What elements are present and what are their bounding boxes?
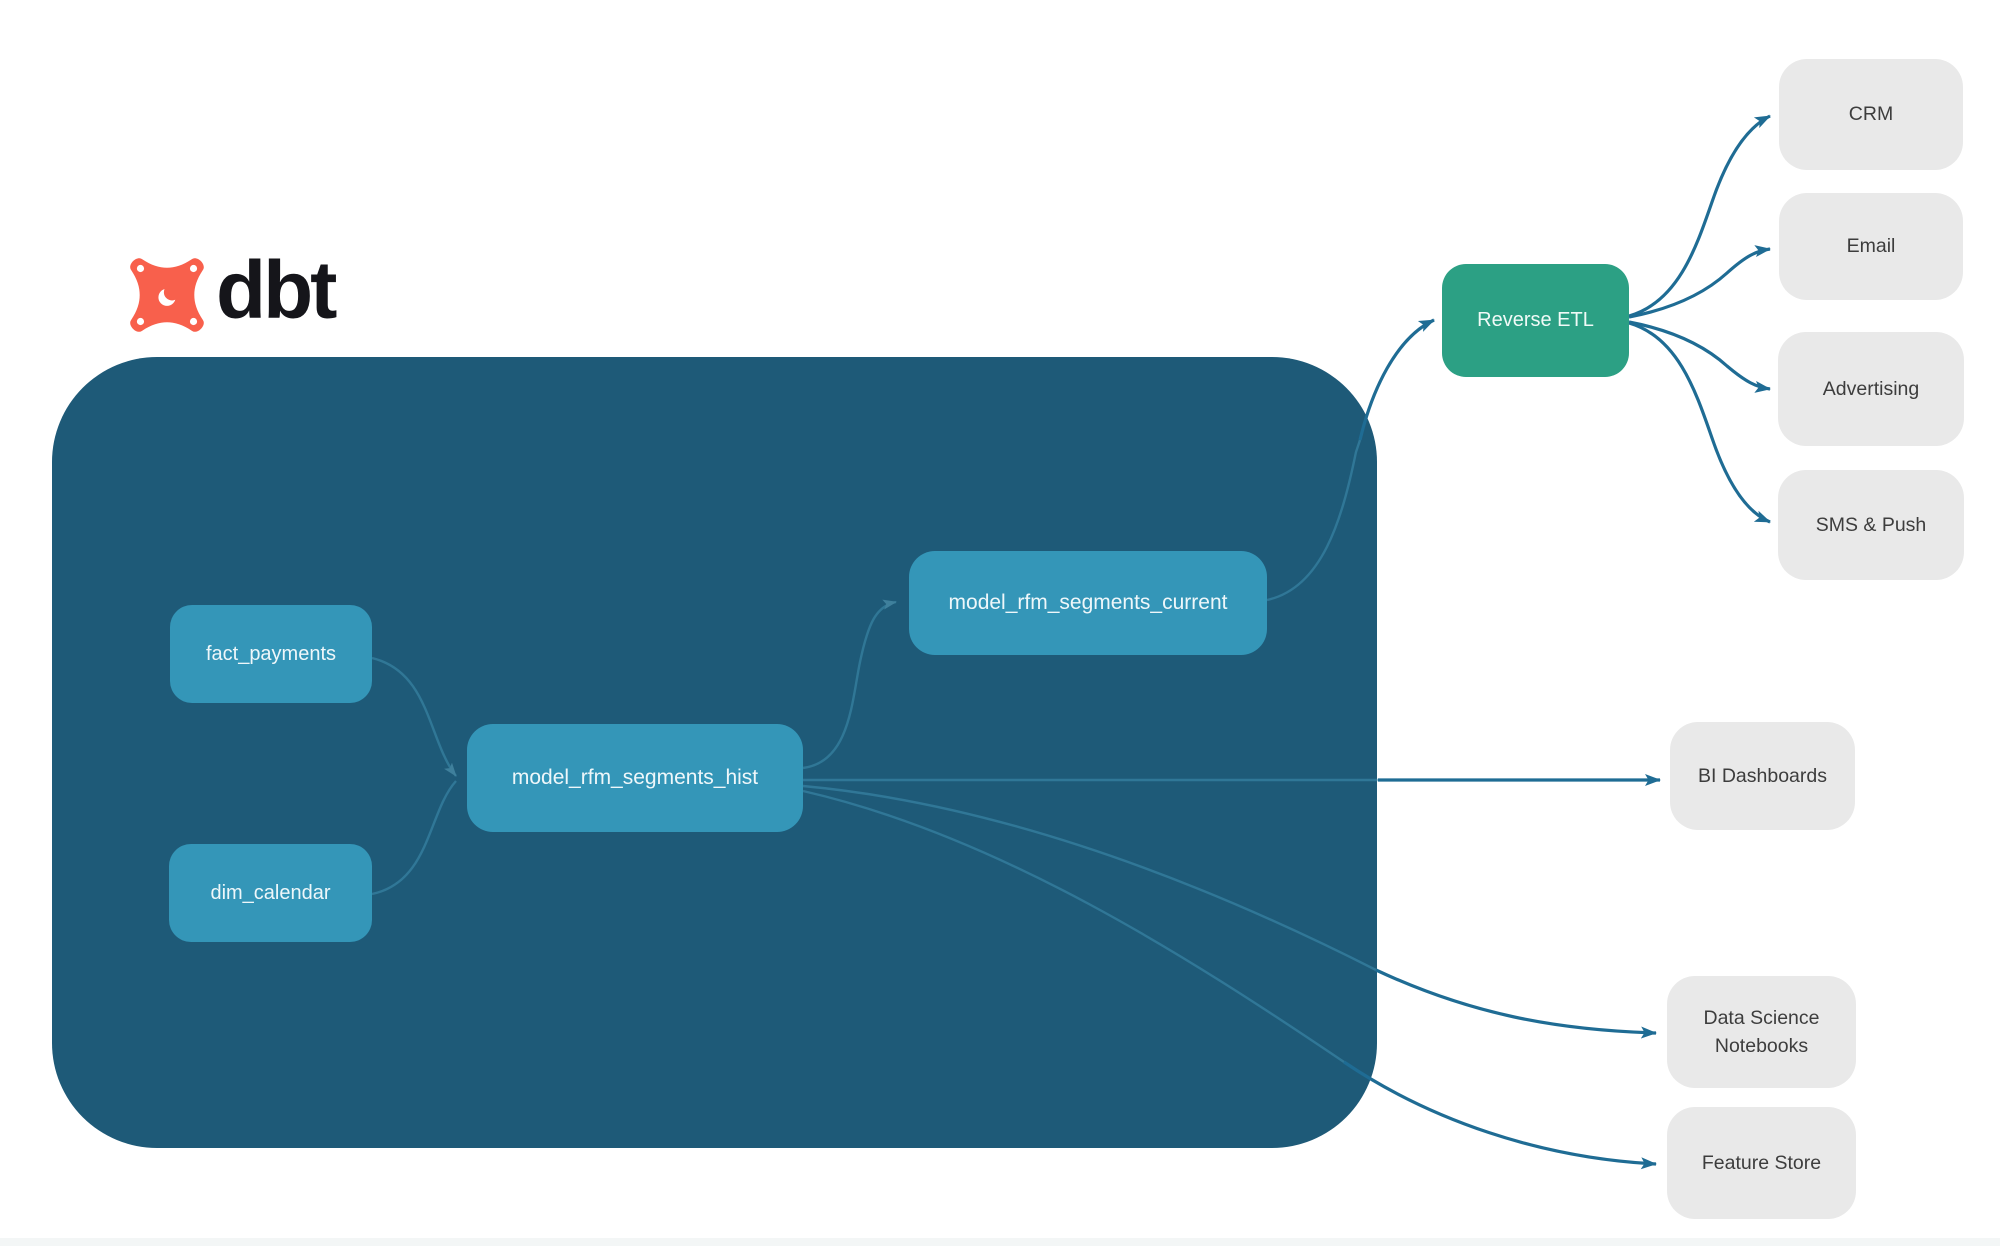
edge-reverse-etl-to-crm xyxy=(1628,114,1771,318)
edge-reverse-etl-to-sms-push xyxy=(1628,321,1771,524)
node-fact-payments: fact_payments xyxy=(170,605,372,703)
node-crm: CRM xyxy=(1779,59,1963,170)
node-label: Data Science Notebooks xyxy=(1703,1006,1820,1057)
edge-reverse-etl-to-advertising xyxy=(1628,320,1771,393)
edge-to-reverse-etl xyxy=(1358,318,1435,441)
node-bi-dashboards: BI Dashboards xyxy=(1670,722,1855,830)
node-label: SMS & Push xyxy=(1815,513,1927,536)
node-label: model_rfm_segments_current xyxy=(948,591,1228,614)
node-reverse-etl: Reverse ETL xyxy=(1442,264,1629,377)
node-model-rfm-segments-hist: model_rfm_segments_hist xyxy=(467,724,803,832)
node-label: BI Dashboards xyxy=(1698,764,1827,787)
node-label: Advertising xyxy=(1822,377,1920,400)
node-label: model_rfm_segments_hist xyxy=(511,766,759,789)
node-data-science-notebooks: Data Science Notebooks xyxy=(1667,976,1856,1088)
node-label: Email xyxy=(1846,235,1896,258)
page-bottom-divider xyxy=(0,1238,2000,1246)
node-advertising: Advertising xyxy=(1778,332,1964,446)
dbt-logo-text: dbt xyxy=(216,245,337,336)
edge-reverse-etl-to-email xyxy=(1628,245,1771,319)
node-dim-calendar: dim_calendar xyxy=(169,844,372,942)
node-label: Feature Store xyxy=(1701,1151,1822,1174)
node-label: fact_payments xyxy=(205,642,337,665)
node-model-rfm-segments-current: model_rfm_segments_current xyxy=(909,551,1267,655)
dbt-logo: dbt xyxy=(128,250,337,336)
node-label: dim_calendar xyxy=(210,881,331,904)
node-sms-push: SMS & Push xyxy=(1778,470,1964,580)
node-feature-store: Feature Store xyxy=(1667,1107,1856,1219)
node-email: Email xyxy=(1779,193,1963,300)
edge-to-feature-store xyxy=(1343,1060,1657,1170)
node-label: Reverse ETL xyxy=(1477,309,1594,331)
dbt-logo-icon xyxy=(130,258,204,332)
node-label: CRM xyxy=(1848,103,1894,126)
edge-to-data-science-notebooks xyxy=(1375,968,1657,1039)
